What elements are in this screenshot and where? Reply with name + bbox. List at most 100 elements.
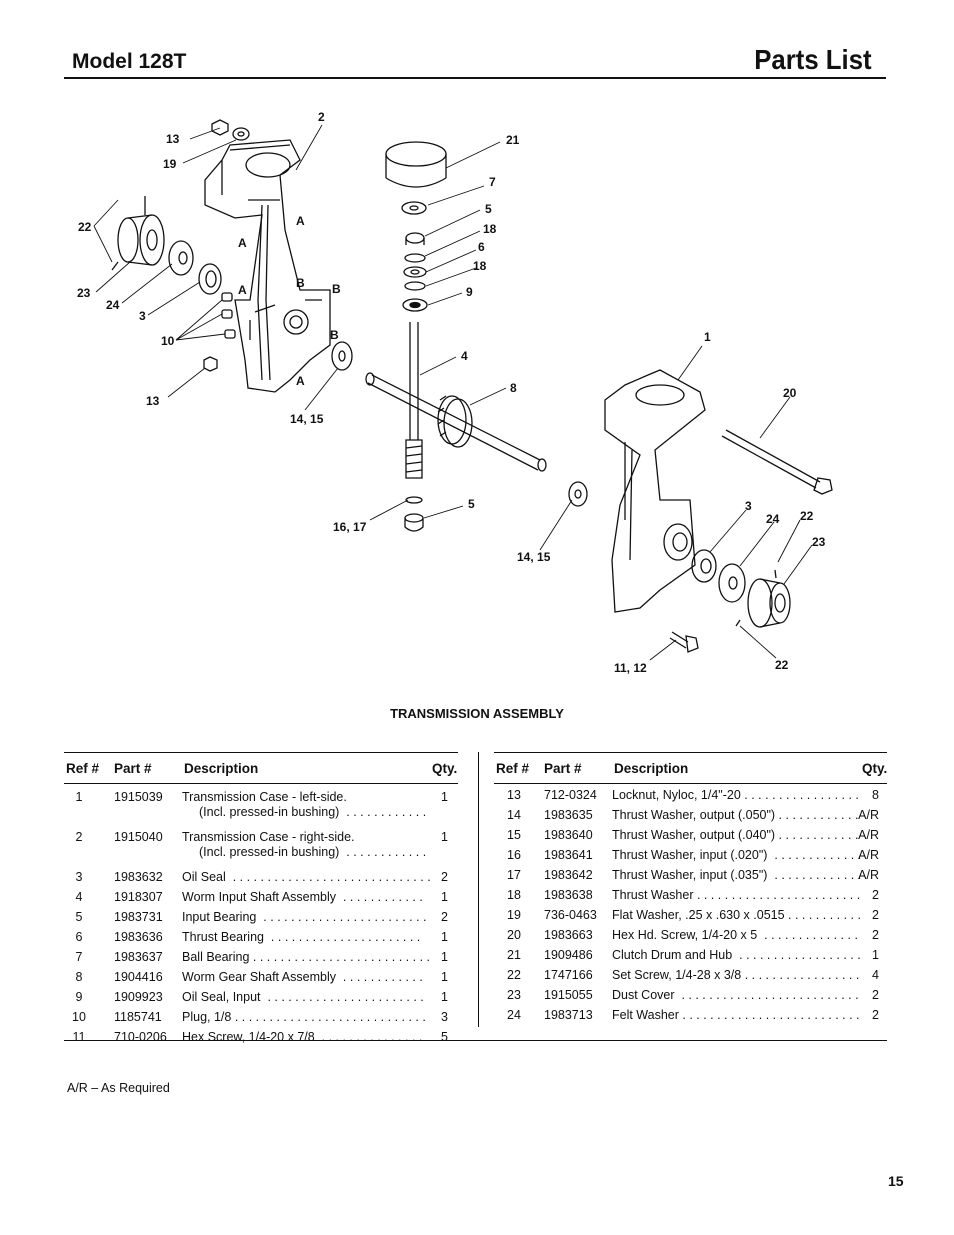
description-cell: Transmission Case - left-side. — [182, 790, 347, 804]
part-cell: 1983632 — [114, 870, 163, 884]
qty-cell: 1 — [441, 970, 448, 984]
part-cell: 1983638 — [544, 888, 593, 902]
header-qty: Qty. — [862, 761, 888, 776]
callout-label: 4 — [461, 349, 468, 363]
callout-label: 1 — [704, 330, 711, 344]
part-cell: 1909486 — [544, 948, 593, 962]
clutch-drum-drawing — [385, 141, 447, 188]
callout-label: B — [330, 328, 339, 342]
qty-cell: 2 — [441, 870, 448, 884]
ref-cell: 24 — [507, 1008, 521, 1022]
callout-label: 6 — [478, 240, 485, 254]
table-bottom-rule — [64, 1040, 887, 1041]
callout-label: 24 — [106, 298, 120, 312]
description-cell: Oil Seal, Input . . . . . . . . . . . . … — [182, 990, 424, 1004]
washer-mid-drawing — [331, 341, 353, 371]
qty-cell: 2 — [872, 928, 879, 942]
plugs-drawing — [221, 292, 236, 339]
description-cell: Dust Cover . . . . . . . . . . . . . . .… — [612, 988, 859, 1002]
hex-screw-drawing — [669, 631, 699, 653]
description-cell: Set Screw, 1/4-28 x 3/8 . . . . . . . . … — [612, 968, 860, 982]
callout-label: 22 — [78, 220, 92, 234]
ref-cell: 1 — [75, 790, 83, 804]
callout-label: B — [296, 276, 305, 290]
callout-label: A — [296, 214, 305, 228]
callout-label: 10 — [161, 334, 175, 348]
header-description: Description — [184, 761, 259, 776]
diagram-caption: TRANSMISSION ASSEMBLY — [390, 706, 564, 721]
callout-label: 5 — [485, 202, 492, 216]
part-cell: 1983637 — [114, 950, 163, 964]
part-cell: 1915039 — [114, 790, 163, 804]
ref-cell: 7 — [75, 950, 83, 964]
qty-cell: 5 — [441, 1030, 448, 1044]
callout-label: 11, 12 — [614, 661, 647, 675]
diagram-drawing — [93, 119, 833, 661]
ref-cell: 5 — [75, 910, 83, 924]
description-cell: Worm Input Shaft Assembly . . . . . . . … — [182, 890, 423, 904]
header-ref: Ref # — [66, 761, 100, 776]
callout-label: 13 — [166, 132, 180, 146]
description-cell: Hex Hd. Screw, 1/4-20 x 5 . . . . . . . … — [612, 928, 858, 942]
ref-cell: 6 — [75, 930, 83, 944]
part-cell: 1915055 — [544, 988, 593, 1002]
description-cell: Clutch Drum and Hub . . . . . . . . . . … — [612, 948, 861, 962]
qty-cell: A/R — [858, 848, 879, 862]
header-divider — [64, 77, 886, 79]
description-cell-cont: (Incl. pressed-in bushing) . . . . . . .… — [199, 845, 427, 859]
ref-cell: 15 — [507, 828, 521, 842]
description-cell: Hex Screw, 1/4-20 x 7/8 . . . . . . . . … — [182, 1030, 423, 1044]
qty-cell: 3 — [441, 1010, 448, 1024]
callout-label: 23 — [812, 535, 826, 549]
callout-label: 8 — [510, 381, 517, 395]
part-cell: 1983641 — [544, 848, 593, 862]
worm-shaft-drawing — [404, 322, 424, 532]
callout-label: 21 — [506, 133, 520, 147]
worm-gear-shaft-drawing — [365, 372, 547, 472]
ref-cell: 23 — [507, 988, 521, 1002]
callout-label: 20 — [783, 386, 797, 400]
ref-cell: 10 — [72, 1010, 86, 1024]
ref-cell: 9 — [75, 990, 83, 1004]
qty-cell: 2 — [872, 1008, 879, 1022]
qty-cell: 4 — [872, 968, 879, 982]
part-cell: 1983663 — [544, 928, 593, 942]
table-header: Ref # Part # Description Qty. — [64, 752, 458, 784]
header-ref: Ref # — [496, 761, 530, 776]
part-cell: 1909923 — [114, 990, 163, 1004]
ref-cell: 17 — [507, 868, 521, 882]
nut-washer-top-drawing — [211, 119, 250, 141]
qty-cell: 2 — [441, 910, 448, 924]
part-cell: 1918307 — [114, 890, 163, 904]
qty-cell: 1 — [441, 830, 448, 844]
description-cell: Thrust Washer . . . . . . . . . . . . . … — [612, 888, 861, 902]
description-cell: Transmission Case - right-side. — [182, 830, 355, 844]
washer-right-drawing — [568, 481, 588, 507]
callout-label: A — [238, 283, 247, 297]
ref-cell: 8 — [75, 970, 83, 984]
dust-cover-left-drawing — [111, 196, 165, 271]
callout-label: 14, 15 — [517, 550, 551, 564]
part-cell: 1904416 — [114, 970, 163, 984]
long-bolt-drawing — [721, 429, 833, 495]
qty-cell: A/R — [858, 828, 879, 842]
part-cell: 710-0206 — [114, 1030, 167, 1044]
page-number: 15 — [888, 1173, 904, 1189]
qty-cell: 1 — [872, 948, 879, 962]
description-cell: Thrust Washer, output (.040") . . . . . … — [612, 828, 859, 842]
